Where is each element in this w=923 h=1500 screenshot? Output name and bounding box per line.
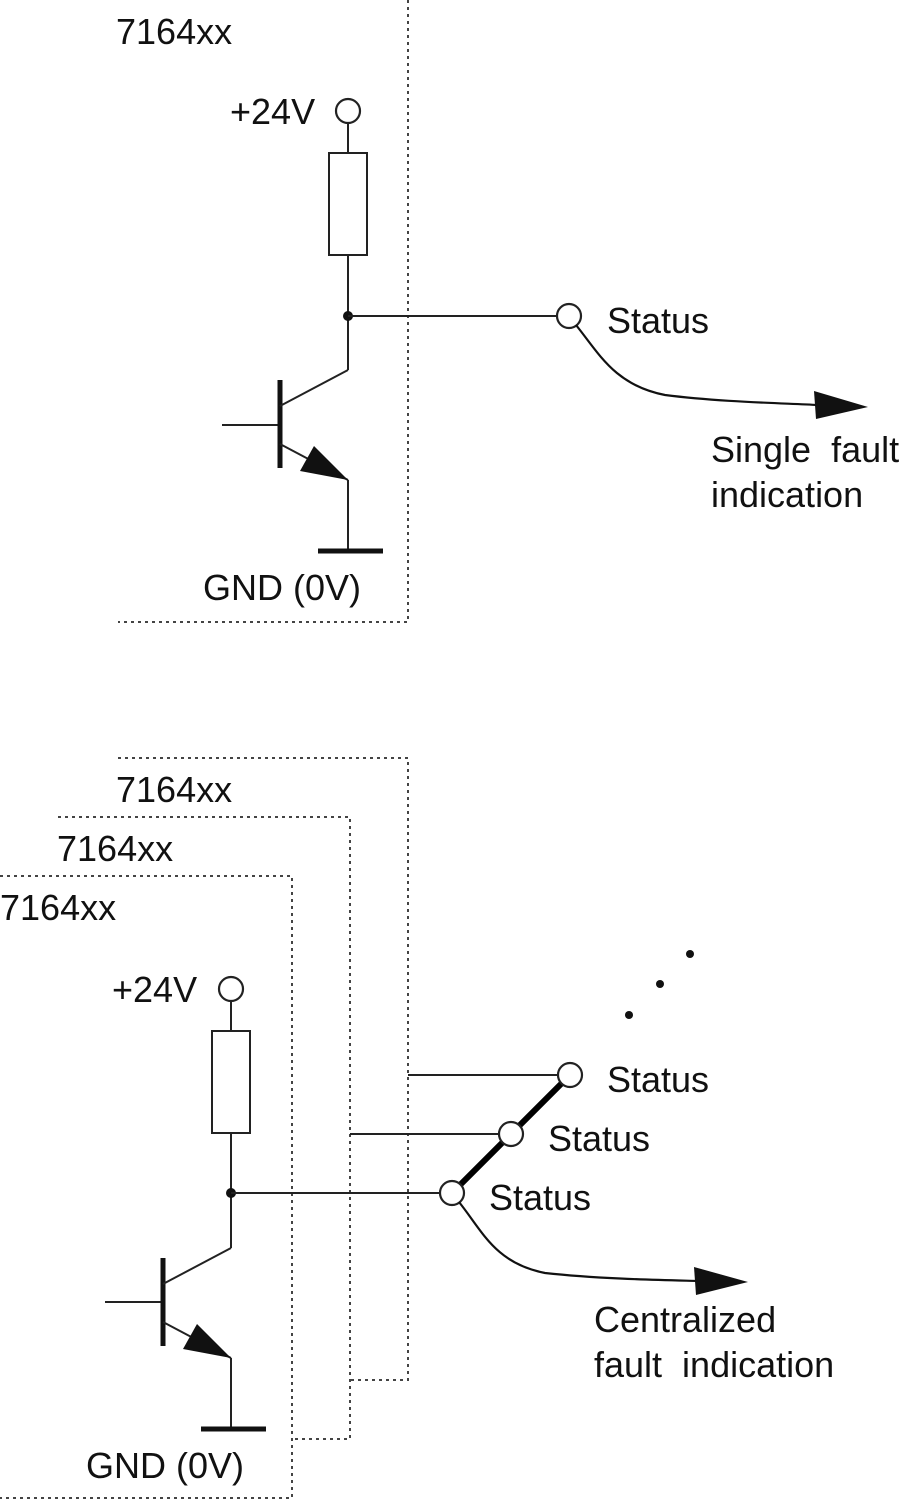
continuation-dot xyxy=(686,950,694,958)
pullup-resistor xyxy=(211,1030,251,1134)
status-terminal-front xyxy=(438,1179,466,1207)
module-boundary-front xyxy=(0,875,293,1499)
continuation-dot xyxy=(656,980,664,988)
collector-wire xyxy=(279,369,349,407)
indication-curve xyxy=(458,1201,699,1283)
emitter-arrow xyxy=(300,446,348,480)
collector-wire xyxy=(162,1247,232,1285)
status-terminal-middle xyxy=(497,1120,525,1148)
continuation-dot xyxy=(625,1011,633,1019)
status-label-front: Status xyxy=(489,1177,591,1218)
status-label-back: Status xyxy=(607,1059,709,1100)
status-label: Status xyxy=(607,300,709,341)
module-boundary-back xyxy=(118,757,409,1381)
module-label-middle: 7164xx xyxy=(57,828,173,869)
status-terminal xyxy=(555,302,583,330)
supply-terminal xyxy=(217,975,245,1003)
indication-curve xyxy=(575,324,819,407)
module-label: 7164xx xyxy=(116,11,232,52)
npn-transistor xyxy=(105,1247,232,1429)
ground-label: GND (0V) xyxy=(86,1445,244,1486)
supply-terminal xyxy=(334,97,362,125)
indication-text-line1: Single fault xyxy=(711,429,899,470)
indication-text-line1: Centralized xyxy=(594,1299,776,1340)
single-module-diagram: 7164xx +24V Status GND (0V) Single fault xyxy=(116,0,899,623)
supply-label: +24V xyxy=(112,969,197,1010)
status-terminal-back xyxy=(556,1061,584,1089)
module-label-front: 7164xx xyxy=(0,887,116,928)
pullup-resistor xyxy=(328,152,368,256)
ground-label: GND (0V) xyxy=(203,567,361,608)
npn-transistor xyxy=(222,369,349,551)
indication-arrowhead xyxy=(814,391,868,419)
indication-arrowhead xyxy=(694,1267,748,1295)
status-label-middle: Status xyxy=(548,1118,650,1159)
indication-text-line2: fault indication xyxy=(594,1344,834,1385)
module-boundary-middle xyxy=(58,816,351,1440)
module-label-back: 7164xx xyxy=(116,769,232,810)
emitter-arrow xyxy=(183,1324,231,1358)
indication-text-line2: indication xyxy=(711,474,863,515)
multi-module-diagram: 7164xx 7164xx 7164xx +24V Status Status … xyxy=(0,757,834,1499)
supply-label: +24V xyxy=(230,91,315,132)
